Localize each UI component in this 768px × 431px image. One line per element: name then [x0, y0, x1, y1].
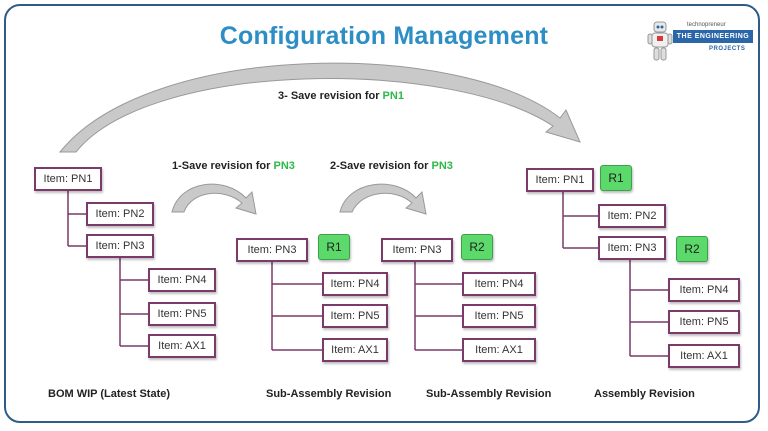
connector-asm-pn1-children — [562, 190, 598, 249]
bom-wip-caption: BOM WIP (Latest State) — [48, 388, 171, 400]
bom-item-pn2: Item: PN2 — [86, 202, 154, 226]
connector-asm-pn3-children — [629, 258, 668, 357]
small-curved-arrow-1 — [171, 183, 257, 215]
sub1-item-pn4: Item: PN4 — [322, 272, 388, 296]
sub1-revision-badge: R1 — [318, 234, 350, 260]
logo-wordmark: THE ENGINEERING — [673, 30, 753, 43]
step-1-label: 1-Save revision for PN3 — [172, 160, 295, 172]
connector-sub2-children — [414, 262, 462, 351]
bom-item-pn4: Item: PN4 — [148, 268, 216, 292]
sub2-item-pn3: Item: PN3 — [381, 238, 453, 262]
connector-sub1-children — [271, 262, 322, 351]
asm-item-pn1: Item: PN1 — [526, 168, 594, 192]
sub1-item-pn3: Item: PN3 — [236, 238, 308, 262]
step-2-part: PN3 — [431, 160, 453, 172]
page-title: Configuration Management — [219, 22, 549, 50]
sub2-item-ax1: Item: AX1 — [462, 338, 536, 362]
asm-pn1-revision-badge: R1 — [600, 165, 632, 191]
big-curved-arrow — [58, 62, 581, 153]
asm-item-pn3: Item: PN3 — [598, 236, 666, 260]
step-1-part: PN3 — [273, 160, 295, 172]
sub1-item-pn5: Item: PN5 — [322, 304, 388, 328]
connector-bom-pn1-children — [67, 190, 86, 247]
assembly-caption: Assembly Revision — [594, 388, 695, 400]
asm-item-pn5: Item: PN5 — [668, 310, 740, 334]
asm-item-pn4: Item: PN4 — [668, 278, 740, 302]
sub1-item-ax1: Item: AX1 — [322, 338, 388, 362]
sub2-revision-badge: R2 — [461, 234, 493, 260]
logo-subtitle: PROJECTS — [709, 46, 746, 52]
sub1-caption: Sub-Assembly Revision — [266, 388, 392, 400]
connector-bom-pn3-children — [119, 256, 148, 347]
asm-pn3-revision-badge: R2 — [676, 236, 708, 262]
bom-item-pn5: Item: PN5 — [148, 302, 216, 326]
bom-item-ax1: Item: AX1 — [148, 334, 216, 358]
bom-item-pn1: Item: PN1 — [34, 167, 102, 191]
asm-item-pn2: Item: PN2 — [598, 204, 666, 228]
bom-item-pn3: Item: PN3 — [86, 234, 154, 258]
robot-icon — [647, 21, 673, 61]
small-curved-arrow-2 — [339, 183, 427, 215]
sub2-item-pn5: Item: PN5 — [462, 304, 536, 328]
step-3-part: PN1 — [382, 90, 404, 102]
step-3-label: 3- Save revision for PN1 — [278, 90, 404, 102]
sub2-item-pn4: Item: PN4 — [462, 272, 536, 296]
asm-item-ax1: Item: AX1 — [668, 344, 740, 368]
sub2-caption: Sub-Assembly Revision — [426, 388, 552, 400]
step-2-label: 2-Save revision for PN3 — [330, 160, 453, 172]
logo-tagline: technopreneur — [687, 22, 726, 28]
brand-logo: technopreneur THE ENGINEERING PROJECTS — [645, 20, 755, 66]
